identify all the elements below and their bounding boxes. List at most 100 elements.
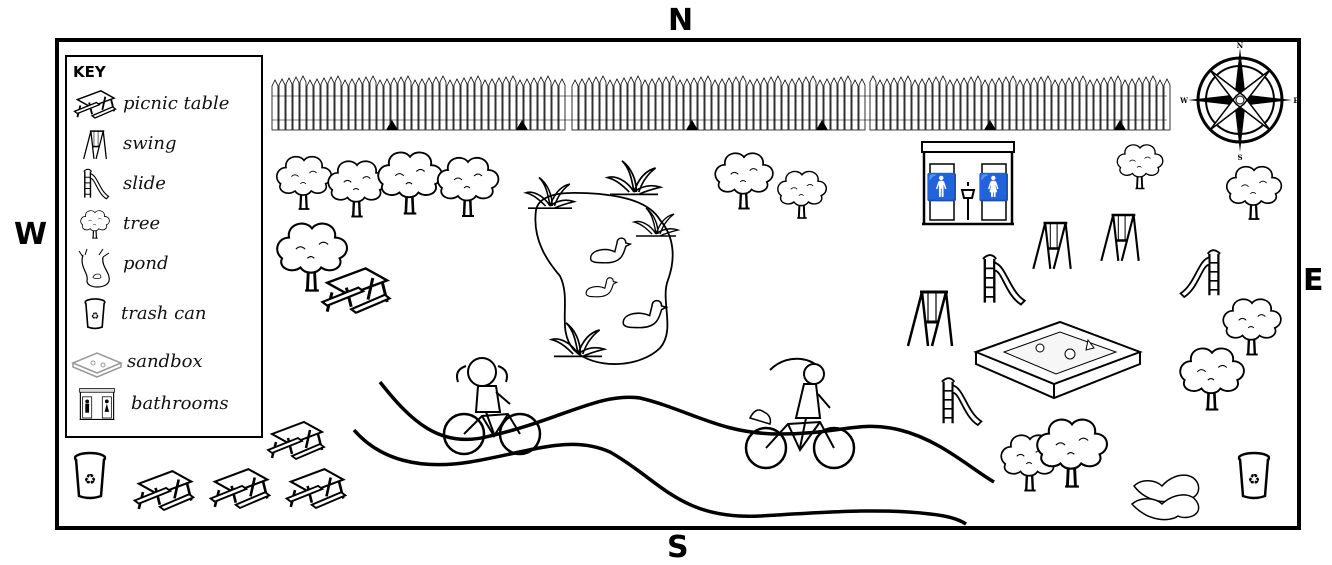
- fence-slat: [995, 77, 1003, 131]
- key-item-tree: tree: [67, 207, 261, 241]
- fence-slat: [578, 78, 586, 131]
- fence-slat: [313, 78, 321, 131]
- fence-slat: [425, 77, 433, 131]
- tree-icon: [1116, 143, 1164, 190]
- pond: [525, 159, 679, 365]
- fence-slat: [558, 78, 566, 131]
- fence-slat: [974, 75, 982, 131]
- fence-slat: [883, 78, 891, 131]
- fence-slat: [362, 76, 370, 131]
- fence-slat: [292, 76, 300, 131]
- fence-slat: [925, 77, 933, 131]
- picnic-table-icon: [320, 266, 392, 315]
- key-title: KEY: [73, 63, 106, 81]
- fence-slat: [620, 77, 628, 131]
- fence-slat: [774, 75, 782, 131]
- cyclist-girl-icon: [442, 357, 542, 456]
- fence-slat: [355, 77, 363, 131]
- fence-slat: [788, 78, 796, 131]
- fence-slat: [1072, 76, 1080, 131]
- fence-slat: [1079, 75, 1087, 131]
- tree-icon: [1035, 418, 1109, 488]
- fence-slat: [1135, 77, 1143, 131]
- tree-icon: [1178, 347, 1246, 411]
- fence-slat: [488, 78, 496, 131]
- trash-can-icon: [73, 451, 107, 500]
- fence-slat: [953, 78, 961, 131]
- fence-slat: [641, 79, 649, 131]
- fence-slat: [760, 77, 768, 131]
- fence-slat: [404, 75, 412, 131]
- bathrooms-icon: [79, 388, 115, 421]
- fence-slat: [844, 75, 852, 131]
- fence-slat: [904, 75, 912, 131]
- fence-slat: [383, 78, 391, 131]
- fence-slat: [830, 77, 838, 131]
- fence-slat: [960, 77, 968, 131]
- key-label: slide: [123, 173, 166, 194]
- fence-slat: [732, 76, 740, 131]
- fence: [271, 74, 1171, 131]
- fence-post: [516, 120, 528, 130]
- fence-slat: [697, 76, 705, 131]
- tree-icon: [776, 170, 828, 220]
- compass-s-label: S: [1237, 153, 1242, 162]
- pond-icon: [78, 248, 110, 288]
- fence-slat: [1002, 76, 1010, 131]
- swing-icon: [906, 290, 954, 348]
- fence-slat: [348, 78, 356, 131]
- fence-slat: [837, 76, 845, 131]
- tree-icon: [80, 210, 110, 239]
- fence-slat: [467, 76, 475, 131]
- key-item-picnic-table: picnic table: [67, 87, 261, 121]
- fence-slat: [683, 78, 691, 131]
- compass-n-label: N: [1237, 41, 1244, 50]
- swing-icon: [82, 130, 108, 160]
- picnic-table-icon: [285, 467, 347, 510]
- slide-icon: [940, 377, 983, 427]
- fence-slat: [897, 76, 905, 131]
- fence-slat: [592, 76, 600, 131]
- fence-slat: [495, 77, 503, 131]
- fence-slat: [802, 76, 810, 131]
- key-label: sandbox: [127, 351, 203, 372]
- compass-rose-icon: N S W E: [1179, 41, 1299, 162]
- fence-slat: [939, 75, 947, 131]
- fence-slat: [439, 75, 447, 131]
- fence-slat: [627, 76, 635, 131]
- fence-post: [816, 120, 828, 130]
- fence-post: [386, 120, 398, 130]
- fence-slat: [858, 78, 866, 131]
- picnic-table-icon: [266, 420, 326, 461]
- fence-slat: [655, 77, 663, 131]
- tree-group: [275, 143, 1283, 492]
- fence-slat: [767, 76, 775, 131]
- fence-slat: [341, 79, 349, 131]
- fence-slat: [676, 79, 684, 131]
- compass-e-label: E: [1293, 96, 1298, 105]
- tree-icon: [327, 160, 388, 218]
- fence-slat: [1051, 79, 1059, 131]
- fence-slat: [502, 76, 510, 131]
- fence-slat: [460, 77, 468, 131]
- fence-slat: [781, 79, 789, 131]
- key-label: trash can: [121, 303, 207, 324]
- slide-icon: [1179, 249, 1222, 299]
- fence-slat: [516, 79, 524, 131]
- fence-post: [686, 120, 698, 130]
- fence-slat: [411, 79, 419, 131]
- fence-slat: [869, 75, 877, 131]
- east-label: E: [1303, 263, 1324, 298]
- fence-slat: [418, 78, 426, 131]
- tree-icon: [1222, 298, 1283, 356]
- slide-icon: [82, 168, 110, 200]
- fence-slat: [585, 77, 593, 131]
- fence-slat: [1114, 75, 1122, 131]
- fence-slat: [1107, 76, 1115, 131]
- west-label: W: [14, 217, 48, 252]
- fence-slat: [474, 75, 482, 131]
- fence-slat: [432, 76, 440, 131]
- fence-slat: [446, 79, 454, 131]
- key-item-swing: swing: [67, 127, 261, 161]
- tree-icon: [275, 155, 333, 211]
